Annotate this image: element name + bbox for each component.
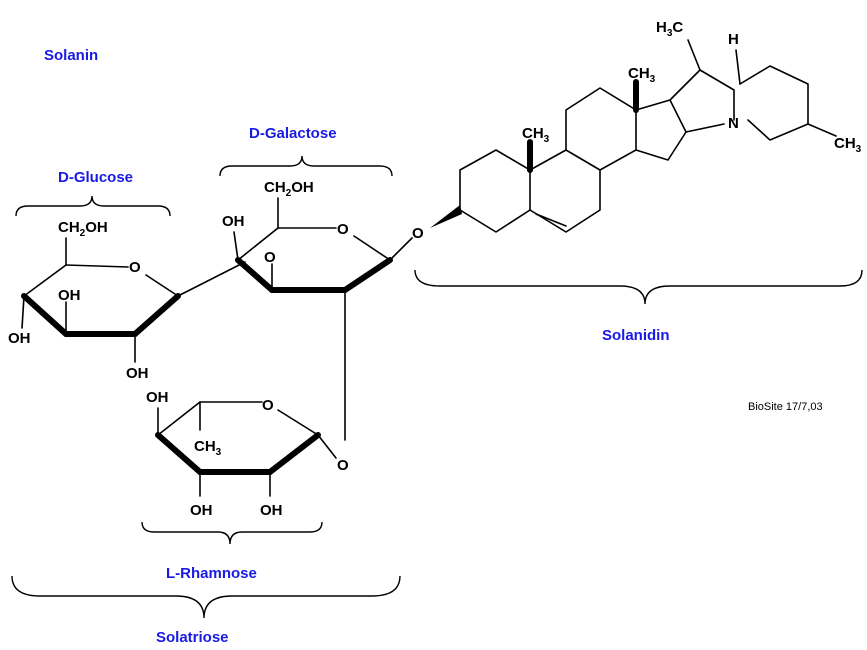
diagram-title: Solanin	[44, 47, 98, 64]
galactose-oh: OH	[222, 213, 245, 230]
galactose-ch2oh: CH2OH	[264, 179, 314, 199]
label-l-rhamnose: L-Rhamnose	[166, 565, 257, 582]
solanidin-skeleton	[430, 39, 837, 233]
rhamnose-ring-oxygen: O	[262, 397, 274, 414]
rhamnose-oh-top: OH	[146, 389, 169, 406]
methyl-c13: CH3	[628, 65, 656, 85]
rhamnose-ring	[155, 401, 337, 497]
brace-solatriose	[11, 575, 401, 619]
brace-solanidin	[414, 269, 863, 305]
methyl-c25: CH3	[834, 135, 862, 155]
brace-d-galactose	[219, 155, 393, 177]
glucose-oh-1: OH	[8, 330, 31, 347]
galactose-glucose-link-oxygen: O	[264, 249, 276, 266]
rhamnose-ch3: CH3	[194, 438, 222, 458]
methyl-c20: H3C	[656, 19, 683, 39]
rhamnose-galactose-link-oxygen: O	[337, 457, 349, 474]
glucose-oh-3: OH	[126, 365, 149, 382]
label-solatriose: Solatriose	[156, 629, 229, 646]
credit-text: BioSite 17/7,03	[748, 401, 823, 413]
rhamnose-oh-right: OH	[260, 502, 283, 519]
glucose-ch2oh: CH2OH	[58, 219, 108, 239]
label-d-galactose: D-Galactose	[249, 125, 337, 142]
rhamnose-oh-left: OH	[190, 502, 213, 519]
methyl-c10: CH3	[522, 125, 550, 145]
glucose-oh-2: OH	[58, 287, 81, 304]
ring-n-atom: N	[728, 115, 739, 132]
brace-d-glucose	[15, 195, 171, 217]
label-d-glucose: D-Glucose	[58, 169, 133, 186]
glucose-ring	[21, 237, 246, 363]
label-solanidin: Solanidin	[602, 327, 670, 344]
galactose-ring	[233, 197, 413, 441]
hydrogen-c22: H	[728, 31, 739, 48]
glycosidic-oxygen-aglycone: O	[412, 225, 424, 242]
glucose-ring-oxygen: O	[129, 259, 141, 276]
brace-l-rhamnose	[141, 521, 323, 545]
galactose-ring-oxygen: O	[337, 221, 349, 238]
